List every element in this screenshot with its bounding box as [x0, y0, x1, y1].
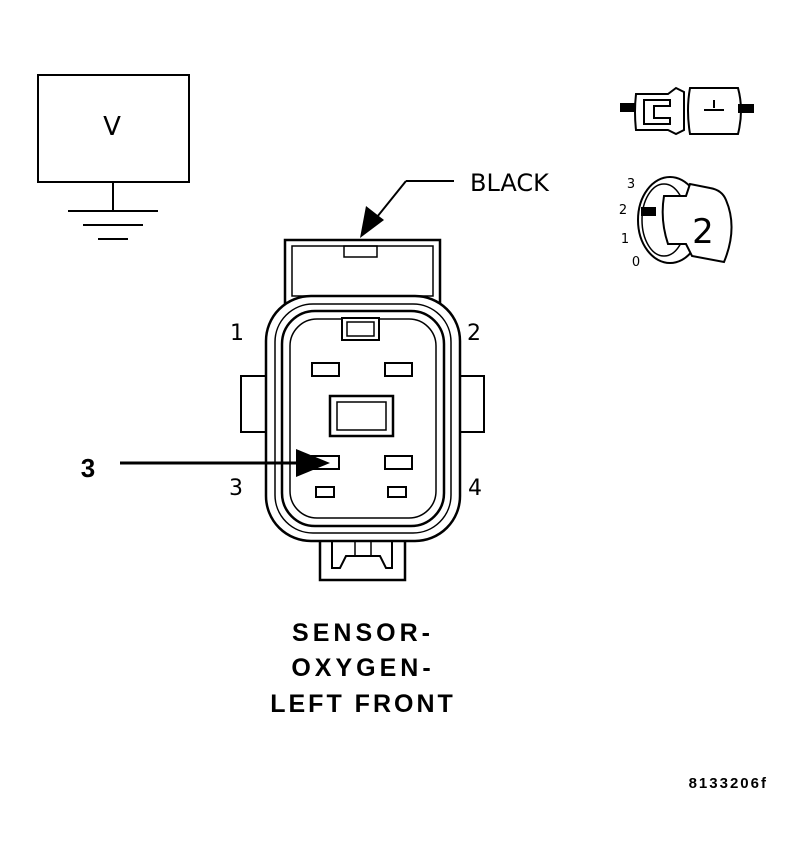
ignition-position-2: 2 — [619, 203, 627, 218]
voltmeter-label: V — [103, 112, 121, 142]
pin-2-label: 2 — [467, 321, 481, 346]
figure-id: 8133206f — [689, 775, 768, 792]
callout-arrowhead-icon — [360, 206, 384, 238]
pin-1-label: 1 — [230, 321, 244, 346]
ignition-position-0: 0 — [632, 255, 640, 270]
disconnected-connector-icon — [620, 86, 754, 136]
wire-color-callout: BLACK — [360, 169, 550, 238]
component-title: SENSOR- OXYGEN- LEFT FRONT — [270, 619, 456, 718]
callout-number: 3 — [81, 453, 95, 483]
component-title-line-3: LEFT FRONT — [270, 690, 456, 718]
ignition-key-icon: 3 2 1 0 2 — [619, 176, 733, 270]
ignition-position-1: 1 — [621, 232, 629, 247]
pin-3-label: 3 — [229, 476, 243, 501]
ignition-key-position: 2 — [692, 212, 714, 252]
pin-callout: 3 — [81, 449, 330, 483]
wire-color-label: BLACK — [470, 169, 550, 197]
connector-body — [240, 238, 485, 582]
ground-icon — [68, 210, 158, 240]
ignition-position-3: 3 — [627, 177, 635, 192]
component-title-line-2: OXYGEN- — [291, 654, 434, 682]
pin-4-label: 4 — [468, 476, 482, 501]
component-title-line-1: SENSOR- — [292, 619, 434, 647]
voltmeter-symbol: V — [37, 74, 190, 240]
callout-arrow-icon — [296, 449, 330, 477]
